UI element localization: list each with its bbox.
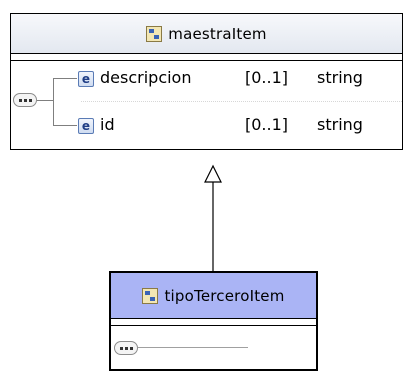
connector-line xyxy=(53,125,77,126)
inheritance-arrow xyxy=(204,164,222,272)
connector-line xyxy=(138,347,248,348)
child-type-name: tipoTerceroItem xyxy=(164,286,285,305)
row-divider xyxy=(81,101,402,102)
element-cardinality: [0..1] xyxy=(245,115,289,134)
element-icon: e xyxy=(78,71,94,87)
child-type-box[interactable]: tipoTerceroItem xyxy=(109,271,318,371)
connector-line xyxy=(37,100,54,101)
sequence-icon[interactable] xyxy=(13,93,37,107)
element-name[interactable]: id xyxy=(100,115,115,134)
element-name[interactable]: descripcion xyxy=(100,68,192,87)
parent-content-divider xyxy=(11,60,402,61)
connector-line xyxy=(53,78,77,79)
element-type: string xyxy=(317,115,363,134)
element-icon: e xyxy=(78,118,94,134)
child-content-divider xyxy=(111,325,316,326)
sequence-icon[interactable] xyxy=(114,341,138,355)
complex-type-icon xyxy=(142,287,159,304)
parent-type-name: maestraItem xyxy=(168,24,267,43)
connector-line xyxy=(53,78,54,126)
parent-type-box[interactable]: maestraItem e descripcion [0..1] string … xyxy=(10,13,403,150)
parent-type-header[interactable]: maestraItem xyxy=(11,14,402,54)
element-cardinality: [0..1] xyxy=(245,68,289,87)
complex-type-icon xyxy=(146,25,163,42)
child-type-header[interactable]: tipoTerceroItem xyxy=(111,273,316,319)
element-type: string xyxy=(317,68,363,87)
